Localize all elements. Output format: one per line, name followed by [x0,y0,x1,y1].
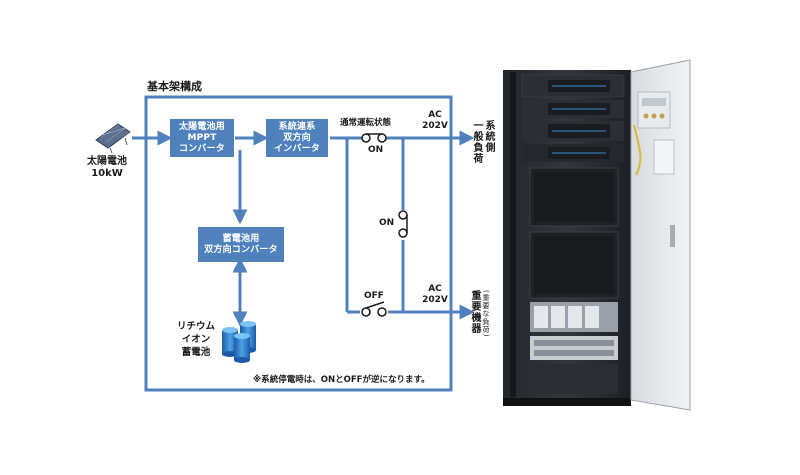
general-load-label: 系統側 一般負荷 [470,120,494,190]
switch-bottom [360,301,388,319]
inverter-line3: インバータ [273,143,320,154]
cabinet-photo [503,59,691,411]
general-load-line1: 系統側 [483,120,494,153]
ac-top-line2: 202V [422,121,448,131]
inverter-box: 系統連系 双方向 インバータ [266,119,328,157]
critical-load-label: (重要な負荷) 重要機器 [468,290,492,350]
footnote: ※系統停電時は、ONとOFFが逆になります。 [253,375,430,385]
battery-line1: リチウム [176,321,215,332]
battery-converter-line2: 双方向コンバータ [204,244,278,255]
ac-top-label: AC 202V [420,110,450,132]
switch-middle-label: ON [379,218,395,228]
battery-cylinders-icon [222,321,256,363]
critical-load-line2: 重要機器 [469,290,480,334]
battery-label: リチウム イオン 蓄電池 [172,320,220,359]
solar-name: 太陽電池 [87,156,127,167]
mppt-line3: コンバータ [178,143,225,154]
battery-converter-line1: 蓄電池用 [222,233,260,244]
battery-line2: イオン [181,334,211,345]
ac-top-line1: AC [428,110,442,120]
mppt-line2: MPPT [187,132,217,143]
inverter-line1: 系統連系 [278,121,316,132]
critical-load-line1: (重要な負荷) [482,290,490,338]
switch-bottom-label: OFF [364,291,384,301]
battery-line3: 蓄電池 [181,347,211,358]
diagram-title: 基本架構成 [147,80,202,93]
ac-bottom-label: AC 202V [420,284,450,306]
switch-top-label: ON [368,145,384,155]
switch-status-header: 通常運転状態 [340,118,392,128]
mppt-line1: 太陽電池用 [178,121,225,132]
general-load-line2: 一般負荷 [471,120,482,164]
solar-label: 太陽電池 10kW [79,156,135,180]
mppt-converter-box: 太陽電池用 MPPT コンバータ [170,119,234,157]
ac-bottom-line1: AC [428,284,442,294]
switch-middle [398,210,408,240]
inverter-line2: 双方向 [283,132,311,143]
solar-capacity: 10kW [91,168,123,179]
ac-bottom-line2: 202V [422,295,448,305]
switch-top [361,133,387,143]
battery-converter-box: 蓄電池用 双方向コンバータ [198,227,284,262]
system-frame [144,95,453,392]
solar-panel-icon [95,121,131,154]
